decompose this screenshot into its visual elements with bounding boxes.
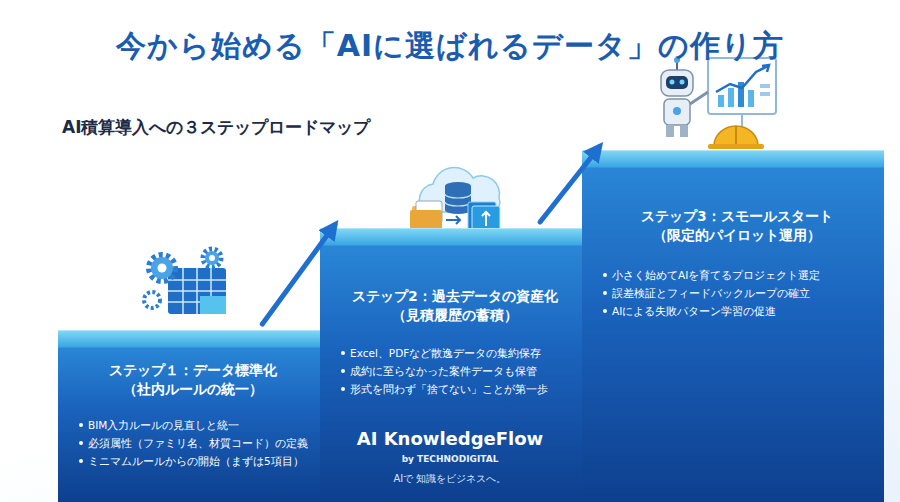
cloud-database-icon xyxy=(445,206,471,214)
robot-chart-icon xyxy=(735,126,737,144)
cloud-database-icon xyxy=(482,212,490,226)
gear-grid-icon xyxy=(203,249,221,267)
gear-grid-icon xyxy=(149,255,175,281)
page-title: 今から始める「AIに選ばれるデータ」の作り方 xyxy=(0,26,900,67)
bullet-item: Excel、PDFなど散逸データの集約保存 xyxy=(350,345,572,361)
step-block: ステップ3：スモールスタート （限定的パイロット運用） 小さく始めてAIを育てるプ… xyxy=(582,150,884,502)
cloud-database-icon xyxy=(410,168,500,232)
robot-chart-icon xyxy=(666,76,688,89)
gear-grid-icon xyxy=(168,268,226,314)
step-heading: ステップ１：データ標準化 （社内ルールの統一） xyxy=(92,361,295,399)
robot-chart-icon xyxy=(680,125,688,137)
robot-chart-icon xyxy=(676,62,678,70)
robot-chart-icon xyxy=(718,95,724,107)
brand-tagline: AIで 知識をビジネスへ。 xyxy=(330,472,570,486)
robot-chart-icon xyxy=(661,57,776,149)
robot-chart-icon xyxy=(716,66,768,92)
robot-chart-icon xyxy=(714,126,758,146)
gear-grid-icon xyxy=(200,296,226,314)
gear-grid-icon xyxy=(168,268,226,314)
brand-name: AI KnowledgeFlow xyxy=(330,428,570,449)
robot-chart-icon xyxy=(760,84,770,88)
bullet-item: AIによる失敗パターン学習の促進 xyxy=(612,303,874,319)
robot-chart-icon xyxy=(708,58,776,114)
gear-grid-icon xyxy=(209,255,215,261)
step-block: ステップ１：データ標準化 （社内ルールの統一） BIM入力ルールの見直しと統一必須… xyxy=(58,330,320,502)
robot-chart-icon xyxy=(690,92,708,104)
gear-grid-icon xyxy=(151,257,173,279)
cloud-database-icon xyxy=(446,216,460,224)
subtitle: AI積算導入への３ステップロードマップ xyxy=(62,116,522,139)
bullet-item: 小さく始めてAIを育てるプロジェクト選定 xyxy=(612,267,874,283)
step-heading: ステップ2：過去データの資産化 （見積履歴の蓄積） xyxy=(340,287,570,325)
robot-chart-icon xyxy=(708,144,764,149)
robot-chart-icon xyxy=(664,99,690,125)
gear-grid-icon xyxy=(149,297,155,303)
gear-grid-icon xyxy=(196,268,198,314)
robot-chart-icon xyxy=(666,125,674,137)
cloud-database-icon xyxy=(445,186,471,210)
bullet-item: 誤差検証とフィードバックループの確立 xyxy=(612,285,874,301)
gear-grid-icon xyxy=(205,251,219,265)
cloud-database-icon xyxy=(410,210,442,230)
bullet-item: 形式を問わず「捨てない」ことが第一歩 xyxy=(350,381,572,397)
robot-chart-icon xyxy=(661,70,693,96)
gear-grid-icon xyxy=(144,292,160,308)
gear-grid-icon xyxy=(182,268,184,314)
bullet-item: ミニマムルールからの開始（まずは5項目） xyxy=(88,453,310,469)
robot-chart-icon xyxy=(728,88,734,107)
step-heading: ステップ3：スモールスタート （限定的パイロット運用） xyxy=(622,207,852,245)
cloud-database-icon xyxy=(445,194,471,206)
robot-chart-icon xyxy=(673,107,681,115)
robot-chart-icon xyxy=(680,80,685,85)
robot-chart-icon xyxy=(748,90,754,107)
bullet-item: 成約に至らなかった案件データも保管 xyxy=(350,363,572,379)
bullet-item: 必須属性（ファミリ名、材質コード）の定義 xyxy=(88,435,310,451)
bullet-item: BIM入力ルールの見直しと統一 xyxy=(88,417,310,433)
robot-chart-icon xyxy=(670,80,675,85)
brand-company: by TECHNODIGITAL xyxy=(330,454,570,464)
robot-chart-icon xyxy=(762,65,769,72)
gear-grid-icon xyxy=(144,249,226,314)
robot-chart-icon xyxy=(760,92,770,96)
gear-grid-icon xyxy=(158,264,167,273)
